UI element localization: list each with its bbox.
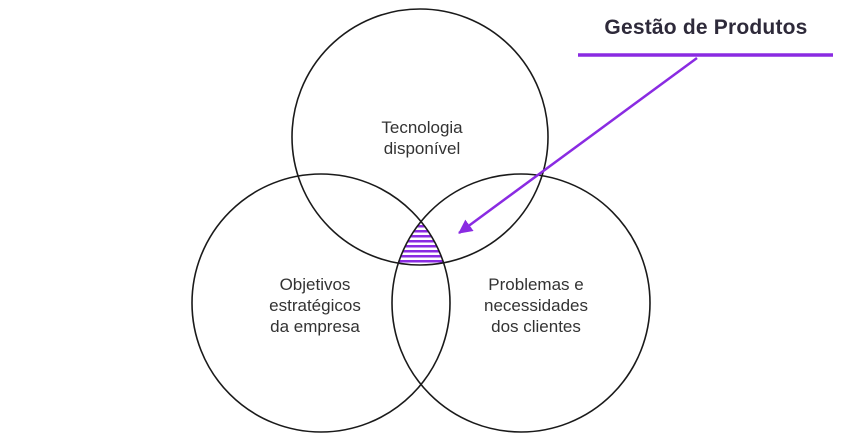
circle-label-objectives: Objetivos estratégicos da empresa [215,274,415,337]
label-line: dos clientes [491,317,581,336]
label-line: Tecnologia [381,118,463,137]
label-line: Objetivos [279,275,351,294]
label-line: estratégicos [269,296,361,315]
arrow-icon [458,56,698,235]
circle-customers [391,173,651,433]
label-line: da empresa [270,317,360,336]
label-line: necessidades [484,296,588,315]
circle-label-technology: Tecnologia disponível [322,117,522,159]
label-line: disponível [383,139,461,158]
circle-objectives [191,173,451,433]
circle-label-customers: Problemas e necessidades dos clientes [436,274,636,337]
label-line: Problemas e [488,275,584,294]
diagram-title: Gestão de Produtos [604,16,808,39]
circle-technology [291,8,549,266]
